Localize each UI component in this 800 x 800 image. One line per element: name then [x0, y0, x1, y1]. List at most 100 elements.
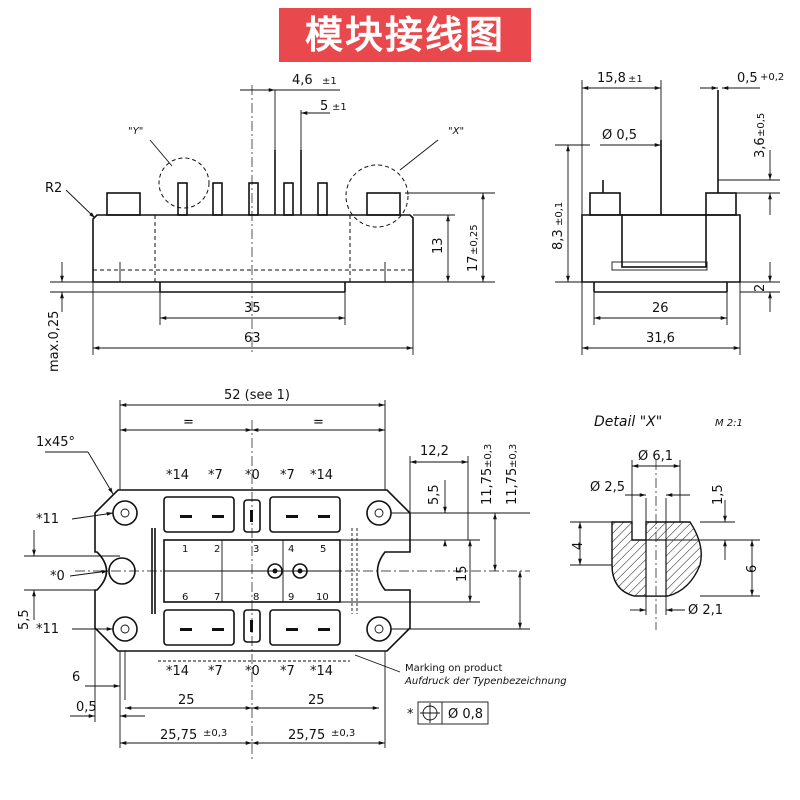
pin-label: *0 — [245, 468, 260, 483]
dim-11-75-b-tol: ±0,3 — [508, 444, 519, 468]
position-tol-star: * — [407, 707, 414, 722]
dim-25-75-b-tol: ±0,3 — [331, 728, 355, 739]
pin-label: *14 — [166, 468, 189, 483]
front-boss-left — [106, 192, 141, 216]
dim-height-13: 13 — [431, 237, 446, 254]
dim-eq-right: = — [313, 415, 324, 430]
dim-25-75-b: 25,75 — [288, 728, 325, 743]
terminal-pad — [243, 499, 261, 533]
dim-15-8: 15,8 — [597, 71, 626, 86]
mount-hole — [366, 616, 392, 642]
dim-5-5-left: 5,5 — [17, 609, 32, 630]
position-tolerance-frame — [417, 701, 489, 725]
dim-0-5: 0,5 — [737, 71, 758, 86]
hole-callout-11-bottom: *11 — [36, 622, 59, 637]
dim-8-3: 8,3 — [551, 229, 566, 250]
terminal-number: 1 — [182, 544, 188, 555]
marking-de: Aufdruck der Typenbezeichnung — [404, 676, 567, 687]
detail-x-title: Detail "X" — [594, 414, 662, 430]
detail-circle-y — [158, 157, 210, 209]
dim-pin-pitch: 5 — [320, 99, 328, 114]
dim-0-5-tol: +0,2 — [760, 72, 784, 83]
top-pin-labels: *14 *7 *0 *7 *14 — [166, 468, 333, 483]
position-tol-value: Ø 0,8 — [448, 707, 483, 722]
dim-pin-pitch-tol: ±1 — [332, 102, 347, 113]
side-boss-right — [705, 192, 737, 216]
dim-chamfer: 1x45° — [36, 435, 75, 450]
terminal-number: 4 — [288, 544, 294, 555]
terminal-pad — [243, 609, 261, 643]
title-banner: 模块接线图 — [279, 8, 531, 62]
pin-label: *7 — [280, 664, 295, 679]
dim-52: 52 (see 1) — [224, 388, 290, 403]
detail-dim-4: 4 — [571, 542, 586, 550]
dim-pin-width-tol: ±1 — [322, 76, 337, 87]
dim-11-75-b: 11,75 — [505, 468, 520, 505]
terminal-number: 2 — [214, 544, 220, 555]
detail-dim-1-5: 1,5 — [711, 484, 726, 505]
dim-8-3-tol: ±0,1 — [554, 202, 565, 226]
pin-label: *7 — [280, 468, 295, 483]
terminal-number: 5 — [320, 544, 326, 555]
bottom-pin-labels: *14 *7 *0 *7 *14 — [166, 664, 333, 679]
dim-11-75-a-tol: ±0,3 — [483, 444, 494, 468]
pin-label: *14 — [310, 468, 333, 483]
centre-hole — [108, 557, 136, 585]
front-pin — [317, 182, 328, 216]
dim-25-75-a-tol: ±0,3 — [203, 728, 227, 739]
dim-25-b: 25 — [308, 693, 325, 708]
mount-hole — [112, 616, 138, 642]
pin-label: *14 — [166, 664, 189, 679]
dim-25-75-a: 25,75 — [160, 728, 197, 743]
dim-35: 35 — [244, 301, 261, 316]
detail-dim-2-5: Ø 2,5 — [590, 480, 625, 495]
front-pin — [248, 182, 259, 216]
terminal-number: 10 — [316, 592, 329, 603]
hole-callout-0: *0 — [50, 569, 65, 584]
terminal-number: 9 — [288, 592, 294, 603]
dim-eq-left: = — [183, 415, 194, 430]
dim-3-6: 3,6 — [753, 137, 768, 158]
front-view: "Y" "X" R2 4,6 ±1 5 ±1 13 17 ±0,25 max.0… — [45, 73, 495, 372]
screw-centre — [292, 563, 308, 579]
front-boss-right — [366, 192, 401, 216]
mount-hole — [366, 500, 392, 526]
dim-12-2: 12,2 — [420, 444, 449, 459]
detail-dim-6: 6 — [745, 565, 760, 573]
terminal-pad — [163, 496, 235, 533]
dim-63: 63 — [244, 331, 261, 346]
terminal-pad — [269, 609, 341, 646]
detail-x-view: Detail "X" M 2:1 Ø 6,1 Ø 2,5 1,5 4 6 Ø 2… — [570, 414, 760, 630]
dim-26: 26 — [652, 301, 669, 316]
detail-dim-2-1: Ø 2,1 — [688, 603, 723, 618]
terminal-numbers-bottom: 6 7 8 9 10 — [182, 592, 329, 603]
dim-height-17-tol: ±0,25 — [469, 224, 480, 255]
dim-31-6: 31,6 — [646, 331, 675, 346]
marking-en: Marking on product — [405, 663, 502, 674]
dim-0-5-left: 0,5 — [76, 700, 97, 715]
terminal-number: 6 — [182, 592, 188, 603]
terminal-number: 8 — [253, 592, 259, 603]
front-body-outline — [92, 214, 414, 283]
detail-circle-x — [345, 164, 409, 228]
dim-25-a: 25 — [178, 693, 195, 708]
dim-15-8-tol: ±1 — [628, 74, 643, 85]
dim-15: 15 — [455, 565, 470, 582]
dim-11-75-a: 11,75 — [480, 468, 495, 505]
front-pin — [283, 182, 294, 216]
mount-hole — [112, 500, 138, 526]
pin-label: *7 — [208, 468, 223, 483]
top-body-outline — [94, 489, 411, 652]
front-pin — [212, 182, 223, 216]
dim-pin-width: 4,6 — [292, 73, 313, 88]
terminal-pad — [269, 496, 341, 533]
terminal-numbers-top: 1 2 3 4 5 — [182, 544, 326, 555]
radius-label: R2 — [45, 181, 62, 196]
pin-label: *14 — [310, 664, 333, 679]
dim-dia-0-5: Ø 0,5 — [602, 128, 637, 143]
terminal-number: 7 — [214, 592, 220, 603]
side-view: 15,8 ±1 0,5 +0,2 Ø 0,5 3,6 ±0,5 8,3 ±0,1… — [551, 71, 784, 355]
dim-6: 6 — [72, 670, 80, 685]
front-pin — [177, 182, 188, 216]
